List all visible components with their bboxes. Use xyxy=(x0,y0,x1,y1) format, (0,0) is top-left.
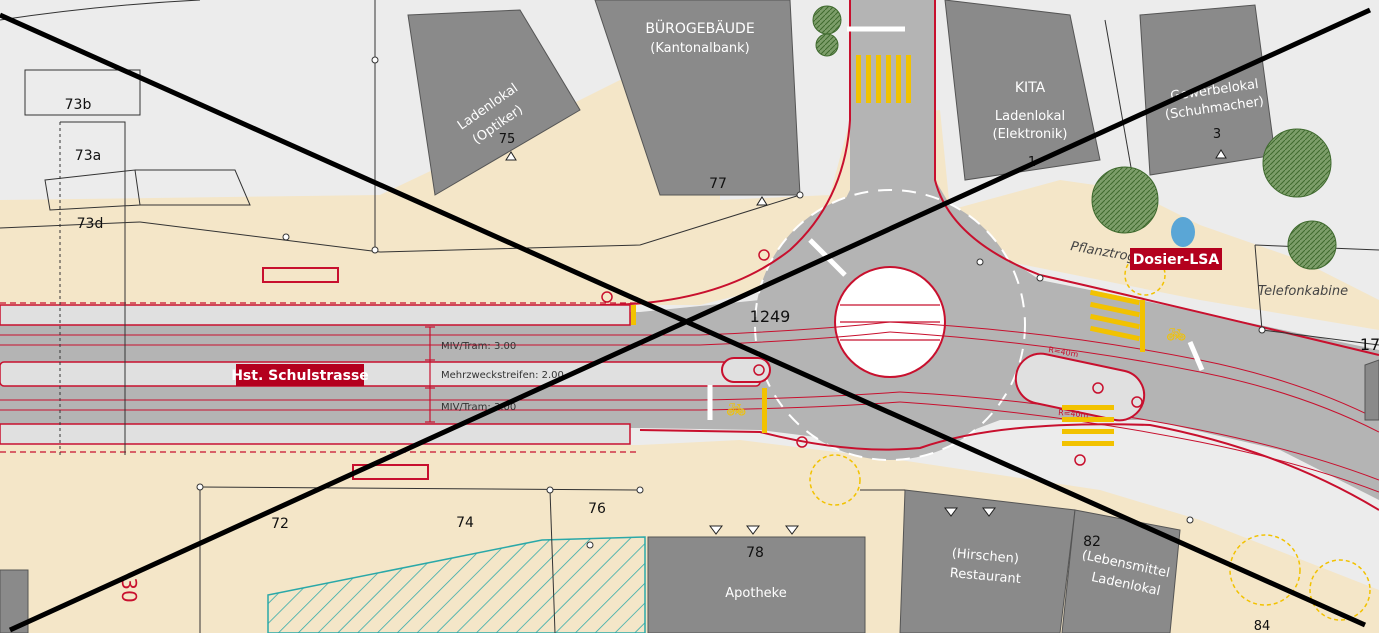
entrance-triangles xyxy=(505,149,1227,535)
lane-width-label: MIV/Tram: 3.00 xyxy=(441,402,516,413)
stop-label: Hst. Schulstrasse xyxy=(231,368,369,384)
tree-icon xyxy=(1262,128,1332,198)
traffic-signal-icon xyxy=(1131,396,1143,408)
building-label: KITA xyxy=(1015,80,1046,96)
entrance-triangle-icon xyxy=(944,507,958,517)
parcel-number: 73b xyxy=(65,97,92,113)
strike-through-line xyxy=(8,7,1372,633)
tram-platform-north xyxy=(0,304,631,326)
parcel-number: 74 xyxy=(456,515,474,531)
entrance-triangle-icon xyxy=(982,507,996,517)
building-hirschen xyxy=(899,489,1076,633)
traffic-signal-icon xyxy=(601,291,613,303)
survey-points xyxy=(196,56,1266,549)
parcel-number: 73d xyxy=(77,216,104,232)
building-apotheke xyxy=(647,536,866,633)
tram-platform-middle xyxy=(0,361,761,387)
traffic-signal-icon xyxy=(796,436,808,448)
dosier-label: Dosier-LSA xyxy=(1133,252,1220,268)
splitter-island-east xyxy=(1014,352,1146,422)
building-label: (Hirschen) xyxy=(951,546,1019,567)
hatched-area xyxy=(267,536,646,633)
trees xyxy=(812,5,1337,270)
entrance-triangle-icon xyxy=(709,525,723,535)
building-sublabel: Ladenlokal xyxy=(995,109,1065,124)
building-east-edge xyxy=(1364,359,1379,421)
parcel-number: 84 xyxy=(1254,619,1271,633)
parcel-number: 78 xyxy=(746,545,764,561)
parcel-number: 77 xyxy=(709,176,727,192)
building-sublabel: (Kantonalbank) xyxy=(650,41,750,56)
traffic-signal-icon xyxy=(1074,454,1086,466)
entrance-triangle-icon xyxy=(785,525,799,535)
pedestrian-crossing-east xyxy=(1089,289,1140,342)
building-west-edge xyxy=(0,569,29,633)
parcel-number: 1249 xyxy=(750,307,791,326)
lane-width-label: MIV/Tram: 3.00 xyxy=(441,341,516,352)
splitter-island-west xyxy=(721,357,771,383)
pedestrian-crossing-north xyxy=(856,55,911,103)
tram-tracks xyxy=(0,321,1379,493)
entrance-triangle-icon xyxy=(1215,149,1227,159)
stop-line xyxy=(1140,300,1145,352)
tram-platform-south xyxy=(0,423,631,445)
parcel-number: 17 xyxy=(1360,335,1379,354)
curb-edge-south xyxy=(639,423,1379,511)
traffic-signals xyxy=(601,249,1143,466)
building-sublabel: (Elektronik) xyxy=(993,127,1068,142)
bench-marker xyxy=(262,267,339,283)
building-kita xyxy=(944,0,1101,181)
lane-width-label: Mehrzweckstreifen: 2.00 xyxy=(441,370,564,381)
annotation-label: Telefonkabine xyxy=(1258,284,1348,299)
building-ladenlokal-optiker xyxy=(407,9,581,196)
curb-edge-north-west xyxy=(599,0,851,306)
parcel-number: 72 xyxy=(271,516,289,532)
strike-through-line xyxy=(0,12,1367,628)
entrance-triangle-icon xyxy=(756,196,768,206)
tree-icon xyxy=(815,33,839,57)
parcel-number: 75 xyxy=(499,132,516,147)
bicycle-icon: 🚲︎ xyxy=(1166,325,1186,344)
building-sublabel: Restaurant xyxy=(949,566,1021,587)
building-label: BÜROGEBÄUDE xyxy=(645,19,754,37)
radius-label: R=40m xyxy=(1058,408,1089,420)
pond-marker xyxy=(1171,217,1195,247)
tree-icon xyxy=(812,5,842,35)
tree-icon xyxy=(1091,166,1159,234)
bicycle-icon: 🚲︎ xyxy=(726,400,746,419)
lane-dimension xyxy=(425,326,435,423)
parcel-number: 73a xyxy=(75,148,101,164)
sidewalk-north xyxy=(0,70,1379,330)
stop-line xyxy=(631,305,636,325)
traffic-signal-icon xyxy=(1092,382,1104,394)
building-lebensmittel xyxy=(1061,509,1181,633)
traffic-signal-icon xyxy=(753,364,765,376)
stop-label-box xyxy=(236,364,364,386)
parcel-number: 76 xyxy=(588,501,606,517)
parcel-number: 3 xyxy=(1213,127,1221,142)
parcel-number: 82 xyxy=(1083,534,1101,550)
pedestrian-crossing-south-east xyxy=(1062,405,1114,446)
dosier-label-box xyxy=(1130,248,1222,270)
traffic-signal-icon xyxy=(758,249,770,261)
entrance-triangle-icon xyxy=(746,525,760,535)
entrance-triangle-icon xyxy=(505,151,517,161)
tree-icon xyxy=(1287,220,1337,270)
stop-line xyxy=(762,388,767,433)
building-label: Apotheke xyxy=(725,586,787,601)
